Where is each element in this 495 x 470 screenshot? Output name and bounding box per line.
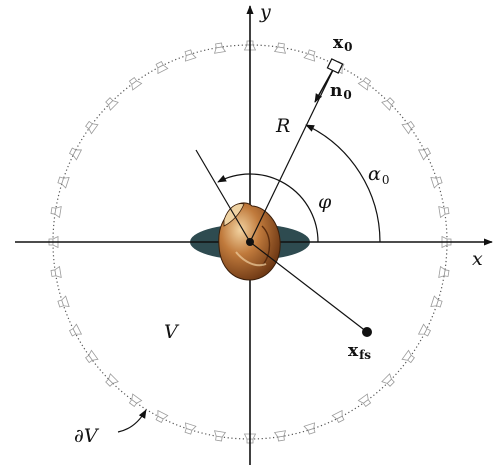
loudspeaker-icon bbox=[357, 77, 372, 91]
loudspeaker-icon bbox=[401, 349, 415, 364]
loudspeaker-icon bbox=[417, 147, 431, 161]
loudspeaker-icon bbox=[128, 77, 143, 91]
loudspeaker-icon bbox=[438, 205, 450, 219]
xfs-label: xfs bbox=[348, 341, 371, 362]
loudspeaker-icon bbox=[331, 409, 345, 423]
loudspeaker-icon bbox=[155, 409, 169, 423]
loudspeaker-icon bbox=[57, 176, 70, 189]
alpha-arc bbox=[305, 124, 381, 243]
n0-label: n0 bbox=[330, 81, 352, 102]
loudspeaker-icon bbox=[69, 323, 83, 337]
alpha-label: α0 bbox=[368, 163, 389, 187]
loudspeaker-icon bbox=[381, 373, 395, 387]
loudspeaker-icon bbox=[401, 120, 415, 135]
normal-vector-n0 bbox=[314, 67, 335, 103]
loudspeaker-icon bbox=[184, 49, 197, 62]
boundary-pointer bbox=[117, 409, 147, 433]
loudspeaker-icon bbox=[213, 430, 227, 442]
phi-arc bbox=[217, 173, 319, 243]
y-axis-label: y bbox=[259, 1, 271, 23]
loudspeaker-icon bbox=[50, 265, 62, 279]
loudspeaker-icon bbox=[105, 97, 119, 111]
x-axis-label: x bbox=[472, 248, 483, 270]
volume-label: V bbox=[164, 321, 180, 343]
loudspeaker-icon bbox=[57, 295, 70, 308]
loudspeaker-icon bbox=[430, 295, 443, 308]
loudspeaker-array bbox=[48, 40, 452, 444]
look-direction-line bbox=[195, 149, 251, 243]
boundary-label: ∂V bbox=[74, 425, 100, 447]
loudspeaker-icon bbox=[381, 97, 395, 111]
loudspeaker-icon bbox=[430, 176, 443, 189]
source-line bbox=[249, 241, 368, 333]
loudspeaker-icon bbox=[303, 49, 316, 62]
radius-line bbox=[249, 65, 336, 243]
loudspeaker-icon bbox=[50, 205, 62, 219]
loudspeaker-icon bbox=[69, 147, 83, 161]
x0-label: x0 bbox=[333, 33, 353, 54]
loudspeaker-icon bbox=[85, 349, 99, 364]
radius-label: R bbox=[275, 115, 290, 137]
origin-point bbox=[246, 238, 254, 246]
loudspeaker-icon bbox=[273, 42, 287, 54]
loudspeaker-icon bbox=[357, 393, 372, 407]
loudspeaker-icon bbox=[213, 42, 227, 54]
focused-source-point bbox=[362, 327, 372, 337]
loudspeaker-icon bbox=[184, 422, 197, 435]
loudspeaker-icon bbox=[155, 61, 169, 75]
phi-label: φ bbox=[318, 191, 332, 213]
loudspeaker-x0-icon bbox=[326, 58, 344, 74]
loudspeaker-icon bbox=[128, 393, 143, 407]
loudspeaker-icon bbox=[303, 422, 316, 435]
loudspeaker-icon bbox=[438, 265, 450, 279]
loudspeaker-icon bbox=[417, 323, 431, 337]
loudspeaker-icon bbox=[85, 120, 99, 135]
loudspeaker-icon bbox=[105, 373, 119, 387]
loudspeaker-icon bbox=[273, 430, 287, 442]
